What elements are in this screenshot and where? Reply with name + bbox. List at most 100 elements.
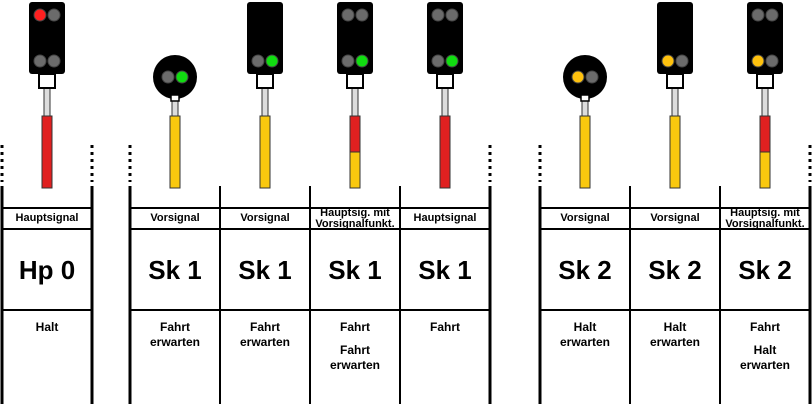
signal-bracket xyxy=(666,73,684,89)
meaning-line: erwarten xyxy=(239,335,291,349)
column-sk2-hauptsig-vorsignalfunkt: Hauptsig. mit Vorsignalfunkt. Sk 2 Fahrt… xyxy=(720,206,810,404)
meaning-line: Fahrt xyxy=(160,320,190,334)
mast-stripe-yellow xyxy=(669,115,681,189)
type-line: Hauptsig. mit xyxy=(320,206,390,219)
signal-lamp-off xyxy=(431,8,445,22)
mast-stripe-red xyxy=(439,115,451,189)
meaning-line: Fahrt xyxy=(430,320,460,334)
signal-lamp-off xyxy=(445,8,459,22)
mast-stripe-red xyxy=(349,115,361,153)
signal-mast xyxy=(43,87,51,117)
signal-aspect-code: Sk 2 xyxy=(738,254,792,285)
meaning-line: Halt xyxy=(35,320,59,334)
signal-lamp-red xyxy=(33,8,47,22)
signal-type-label: Vorsignal xyxy=(150,212,200,224)
signal-lamp-off xyxy=(161,70,175,84)
signal-aspect-code: Sk 1 xyxy=(148,254,202,285)
signal-meaning: Halt erwarten xyxy=(540,320,630,350)
signal-type-label: Vorsignal xyxy=(560,212,610,224)
signal-mast xyxy=(261,87,269,117)
mast-stripe-yellow xyxy=(169,115,181,189)
mast-stripe-red xyxy=(759,115,771,153)
meaning-line: Fahrt xyxy=(340,343,370,357)
column-sk2-vorsignal: Vorsignal Sk 2 Halt erwarten xyxy=(540,208,630,404)
signal-bracket xyxy=(256,73,274,89)
column-sk1-hauptsignal: Hauptsignal Sk 1 Fahrt xyxy=(400,208,490,404)
signal-lamp-green xyxy=(355,54,369,68)
meaning-line: Fahrt xyxy=(750,320,780,334)
signal-lamp-green xyxy=(265,54,279,68)
signal-lamp-off xyxy=(341,8,355,22)
meaning-line: erwarten xyxy=(649,335,701,349)
meaning-line: erwarten xyxy=(559,335,611,349)
signal-lamp-yellow xyxy=(751,54,765,68)
signal-mast xyxy=(761,87,769,117)
signal-aspect-code: Sk 1 xyxy=(418,254,472,285)
signal-lamp-off xyxy=(675,54,689,68)
signal-mast xyxy=(671,87,679,117)
meaning-spacer xyxy=(720,335,810,343)
signal-bracket xyxy=(436,73,454,89)
signal-lamp-off xyxy=(33,54,47,68)
signal-lamp-off xyxy=(765,54,779,68)
meaning-line: Halt xyxy=(573,320,597,334)
signal-aspect-code: Hp 0 xyxy=(18,254,76,285)
signal-type-label: Hauptsig. mit Vorsignalfunkt. xyxy=(310,206,400,230)
signal-meaning: Fahrt erwarten xyxy=(220,320,310,350)
mast-stripe-yellow xyxy=(349,151,361,189)
mast-stripe-yellow xyxy=(259,115,271,189)
type-line: Vorsignalfunkt. xyxy=(725,217,805,230)
signal-type-label: Hauptsignal xyxy=(15,212,79,224)
meaning-line: erwarten xyxy=(739,358,791,372)
signal-lamp-green xyxy=(175,70,189,84)
signal-meaning: Fahrt erwarten xyxy=(130,320,220,350)
signal-aspect-code: Sk 1 xyxy=(238,254,292,285)
mast-stripe-yellow xyxy=(579,115,591,189)
signal-meaning: Fahrt Fahrt erwarten xyxy=(310,320,400,373)
column-sk1-vorsignal: Vorsignal Sk 1 Fahrt erwarten xyxy=(130,208,220,404)
signal-lamp-off xyxy=(341,54,355,68)
column-sk2-vorsignal-main: Vorsignal Sk 2 Halt erwarten xyxy=(630,208,720,404)
signal-lamp-off xyxy=(751,8,765,22)
signal-bracket xyxy=(580,94,590,102)
signal-lamp-off xyxy=(765,8,779,22)
signal-lamp-green xyxy=(445,54,459,68)
signal-lamp-off xyxy=(47,8,61,22)
signal-bracket xyxy=(756,73,774,89)
meaning-line: Halt xyxy=(753,343,777,357)
signal-bracket xyxy=(346,73,364,89)
meaning-line: Fahrt xyxy=(250,320,280,334)
distant-signal-head xyxy=(563,55,607,99)
signal-lamp-off xyxy=(355,8,369,22)
column-sk1-vorsignal-main: Vorsignal Sk 1 Fahrt erwarten xyxy=(220,208,310,404)
signal-type-label: Vorsignal xyxy=(650,212,700,224)
meaning-spacer xyxy=(310,335,400,343)
signal-mast xyxy=(441,87,449,117)
column-sk1-hauptsig-vorsignalfunkt: Hauptsig. mit Vorsignalfunkt. Sk 1 Fahrt… xyxy=(310,206,400,404)
signal-type-label: Hauptsignal xyxy=(413,212,477,224)
meaning-line: Fahrt xyxy=(340,320,370,334)
column-hp0-hauptsignal: Hauptsignal Hp 0 Halt xyxy=(2,208,92,404)
signal-mast xyxy=(351,87,359,117)
signal-lamp-off xyxy=(585,70,599,84)
signal-meaning: Halt xyxy=(2,320,92,335)
signal-aspect-code: Sk 1 xyxy=(328,254,382,285)
signal-lamp-off xyxy=(251,54,265,68)
meaning-line: Halt xyxy=(663,320,687,334)
signal-meaning: Halt erwarten xyxy=(630,320,720,350)
mast-stripe-yellow xyxy=(759,151,771,189)
signal-lamp-yellow xyxy=(661,54,675,68)
signal-type-label: Vorsignal xyxy=(240,212,290,224)
meaning-line: erwarten xyxy=(329,358,381,372)
signal-aspect-code: Sk 2 xyxy=(558,254,612,285)
signal-bracket xyxy=(170,94,180,102)
signal-bracket xyxy=(38,73,56,89)
meaning-line: erwarten xyxy=(149,335,201,349)
type-line: Hauptsig. mit xyxy=(730,206,800,219)
type-line: Vorsignalfunkt. xyxy=(315,217,395,230)
distant-signal-head xyxy=(153,55,197,99)
signal-lamp-yellow xyxy=(571,70,585,84)
signal-lamp-off xyxy=(47,54,61,68)
